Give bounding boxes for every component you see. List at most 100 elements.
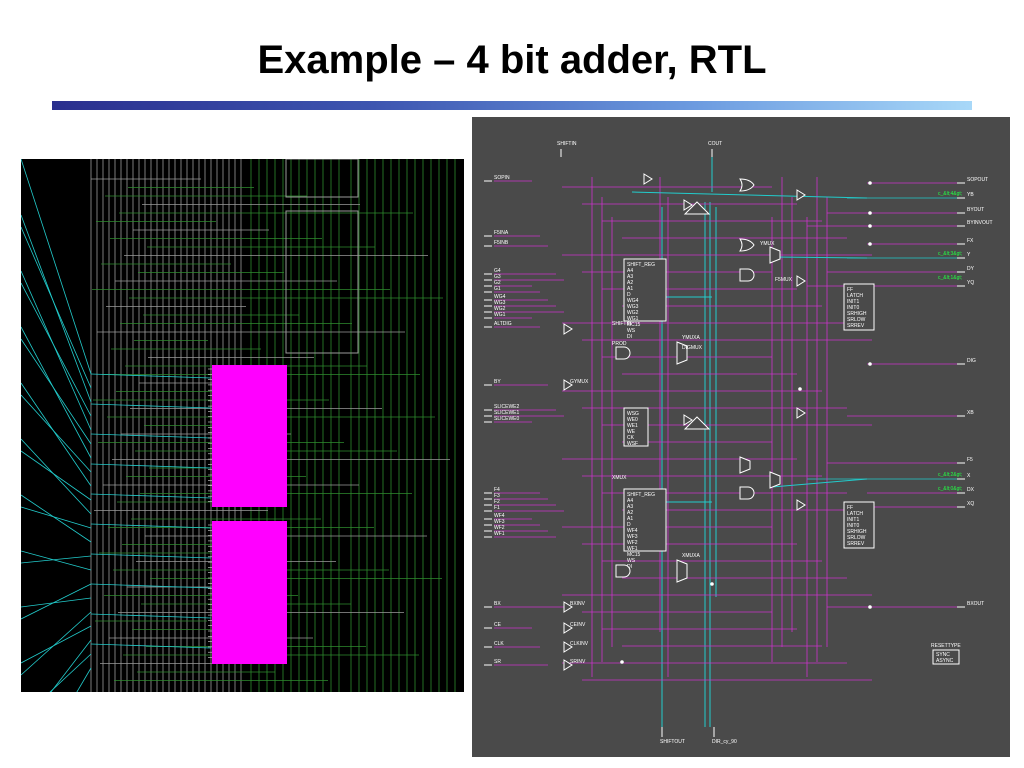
carry-tag: c_&lt;1&gt; [938, 275, 962, 281]
left-port-label: F5INA [494, 230, 509, 236]
ff-y-block-label: FF [847, 287, 853, 293]
schematic-component-label: YMUXA [682, 335, 700, 341]
ff-y-block-label: INIT1 [847, 299, 859, 305]
left-port-label: F2 [494, 499, 500, 505]
prod-and-gate [615, 346, 631, 360]
left-port-label: F5INB [494, 240, 509, 246]
schematic-component-label: YMUX [760, 241, 775, 247]
schematic-component-label: SHIFTIN [612, 321, 632, 327]
right-port-label: DIG [967, 358, 976, 364]
and-gate [739, 268, 755, 282]
schematic-component-label: CLKINV [570, 641, 589, 647]
left-port-label: CE [494, 622, 502, 628]
ff-y-block-label: SRHIGH [847, 311, 867, 317]
lut-g-block-label: WG1 [627, 316, 639, 322]
inverter-buffer [796, 189, 806, 201]
ymux [676, 341, 688, 365]
layout-logic-block-outline [285, 159, 359, 198]
layout-cyan-wire [21, 611, 92, 676]
wsgen-block-label: WE1 [627, 423, 638, 429]
lut-g-block-label: WS [627, 328, 636, 334]
carry-tag: c_&lt;4&gt; [938, 191, 962, 197]
layout-cyan-wire [21, 159, 92, 375]
left-port-label: SOPIN [494, 175, 510, 181]
layout-cyan-wire [21, 214, 92, 403]
layout-cyan-wire [21, 282, 92, 417]
ff-x-block-label: SRHIGH [847, 529, 867, 535]
left-port-label: SR [494, 659, 501, 665]
ff-x-block-label: INIT0 [847, 523, 859, 529]
left-port-label: F3 [494, 493, 500, 499]
right-port-label: F5 [967, 457, 973, 463]
layout-slice-block-lower [212, 521, 287, 664]
lut-f-block-label: WF2 [627, 540, 638, 546]
left-port-label: G4 [494, 268, 501, 274]
top-pin-label: SHIFTIN [557, 141, 577, 147]
layout-cyan-wire [90, 373, 212, 379]
left-port-label: F4 [494, 487, 500, 493]
ff-y-block-label: SRLOW [847, 317, 866, 323]
lut-g-block-label: A2 [627, 280, 633, 286]
ff-y-block-box [843, 283, 875, 331]
layout-cyan-wire [21, 270, 92, 431]
right-port-label: YB [967, 192, 974, 198]
left-port-label: SLICEWE1 [494, 410, 520, 416]
lut-f-block-label: MC15 [627, 552, 641, 558]
layout-cyan-wire [21, 438, 92, 515]
layout-cyan-wire [76, 667, 92, 692]
lut-f-block-label: DI [627, 564, 632, 570]
slide-title: Example – 4 bit adder, RTL [257, 38, 767, 82]
lut-g-block-label: SHIFT_REG [627, 262, 655, 268]
carry-mux-upper [683, 201, 711, 215]
lut-g-block-label: D [627, 292, 631, 298]
left-port-label: WG1 [494, 312, 506, 318]
xmux [769, 471, 781, 489]
wire-junction [868, 362, 872, 366]
ff-y-block-label: SRREV [847, 323, 865, 329]
lut-g-block-label: DI [627, 334, 632, 340]
layout-cyan-wire [21, 382, 92, 487]
wire-junction [620, 660, 624, 664]
cyan-signal-wire [771, 478, 868, 488]
inverter-buffer [643, 173, 653, 185]
inverter-buffer [683, 414, 693, 426]
inverter-buffer [563, 323, 573, 335]
resettype-title: RESETTYPE [931, 643, 961, 649]
left-port-label: WG3 [494, 300, 506, 306]
left-port-label: CLK [494, 641, 504, 647]
ff-x-block-label: SRREV [847, 541, 865, 547]
wire-junction [868, 211, 872, 215]
inverter-buffer [563, 641, 573, 653]
wire-junction [798, 387, 802, 391]
layout-cyan-wire [21, 326, 92, 459]
layout-cyan-wire [90, 493, 212, 499]
ff-x-block-label: FF [847, 505, 853, 511]
left-port-label: WF2 [494, 525, 505, 531]
ff-x-block-label: SRLOW [847, 535, 866, 541]
bottom-pin-label: SHIFTOUT [660, 739, 685, 745]
lut-f-block-label: A1 [627, 516, 633, 522]
inverter-buffer [796, 407, 806, 419]
lut-f-block-label: WS [627, 558, 636, 564]
layout-cyan-wire [21, 506, 92, 529]
carry-tag: c_&lt;2&gt; [938, 472, 962, 478]
wsgen-block-label: WSG [627, 411, 639, 417]
inverter-buffer [796, 275, 806, 287]
layout-cyan-wire [21, 494, 92, 543]
wire-junction [710, 582, 714, 586]
layout-cyan-wire [90, 433, 212, 439]
right-port-label: BXOUT [967, 601, 984, 607]
xmux-lower [676, 559, 688, 583]
lut-f-block-label: SHIFT_REG [627, 492, 655, 498]
schematic-component-label: CEINV [570, 622, 586, 628]
right-port-label: DX [967, 487, 975, 493]
ff-y-block-label: INIT0 [847, 305, 859, 311]
left-port-label: SLICEWE2 [494, 404, 520, 410]
right-port-label: Y [967, 252, 971, 258]
lut-f-block-label: A2 [627, 510, 633, 516]
